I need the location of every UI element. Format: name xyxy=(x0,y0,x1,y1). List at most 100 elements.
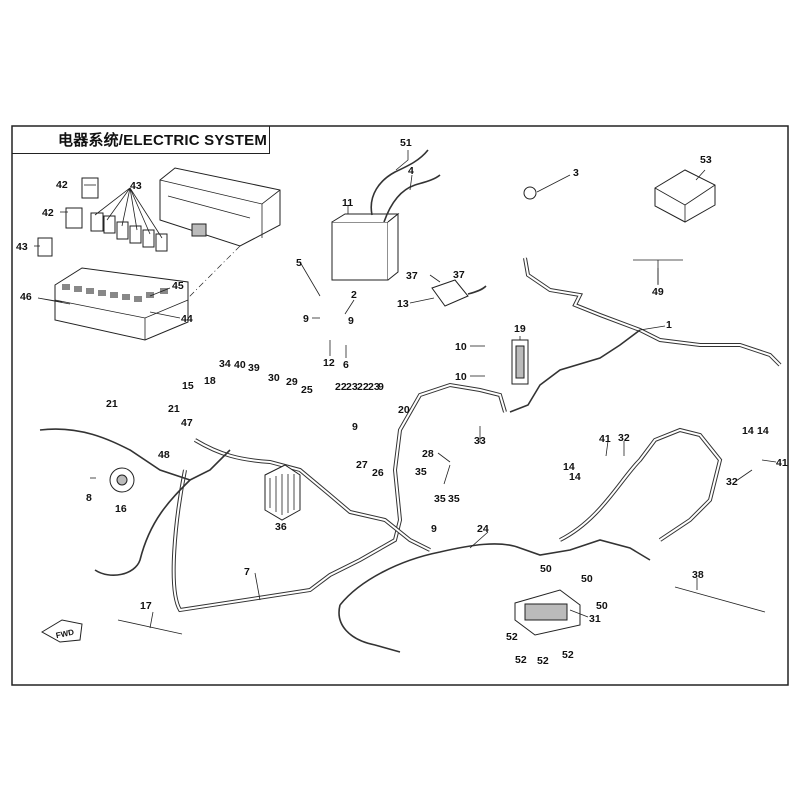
drawing-border xyxy=(11,125,789,686)
callout-17: 17 xyxy=(140,600,152,612)
callout-41a: 41 xyxy=(599,433,611,445)
callout-22a: 22 xyxy=(335,381,347,393)
callout-3: 3 xyxy=(573,167,579,179)
callout-42b: 42 xyxy=(42,207,54,219)
callout-50a: 50 xyxy=(540,563,552,575)
callout-28: 28 xyxy=(422,448,434,460)
relay-parts xyxy=(37,177,168,257)
callout-30: 30 xyxy=(268,372,280,384)
callout-5: 5 xyxy=(296,257,302,269)
callout-27: 27 xyxy=(356,459,368,471)
callout-35a: 35 xyxy=(415,466,427,478)
callout-42a: 42 xyxy=(56,179,68,191)
part-3 xyxy=(523,186,537,200)
callout-7: 7 xyxy=(244,566,250,578)
callout-52d: 52 xyxy=(562,649,574,661)
callout-43a: 43 xyxy=(130,180,142,192)
callout-1: 1 xyxy=(666,319,672,331)
fwd-arrow xyxy=(41,619,83,643)
fuse-box xyxy=(54,267,189,341)
callout-53: 53 xyxy=(700,154,712,166)
callout-52a: 52 xyxy=(506,631,518,643)
callout-9a: 9 xyxy=(303,313,309,325)
callout-41b: 41 xyxy=(776,457,788,469)
callout-25: 25 xyxy=(301,384,313,396)
callout-12: 12 xyxy=(323,357,335,369)
callout-14d: 14 xyxy=(757,425,769,437)
callout-35b: 35 xyxy=(434,493,446,505)
callout-10a: 10 xyxy=(455,341,467,353)
callout-52c: 52 xyxy=(537,655,549,667)
callout-9b: 9 xyxy=(348,315,354,327)
callout-10b: 10 xyxy=(455,371,467,383)
fuse-box-cover xyxy=(159,167,281,247)
harness-24-tail xyxy=(338,604,401,653)
callout-33: 33 xyxy=(474,435,486,447)
callout-45: 45 xyxy=(172,280,184,292)
ecu-bracket-31 xyxy=(514,589,581,636)
callout-14a: 14 xyxy=(563,461,575,473)
callout-16: 16 xyxy=(115,503,127,515)
module-36 xyxy=(264,464,301,521)
battery xyxy=(331,212,400,281)
callout-14b: 14 xyxy=(569,471,581,483)
callout-21b: 21 xyxy=(168,403,180,415)
callout-36: 36 xyxy=(275,521,287,533)
callout-23b: 23 xyxy=(368,381,380,393)
harness-1 xyxy=(509,257,782,413)
callout-39: 39 xyxy=(248,362,260,374)
callout-46: 46 xyxy=(20,291,32,303)
harness-24 xyxy=(339,539,651,606)
horn-16 xyxy=(109,467,135,493)
callout-21a: 21 xyxy=(106,398,118,410)
battery-cable-51 xyxy=(370,149,429,216)
battery-cable-4 xyxy=(383,174,441,223)
callout-44: 44 xyxy=(181,313,193,325)
callout-26: 26 xyxy=(372,467,384,479)
callout-49: 49 xyxy=(652,286,664,298)
fwd-label: FWD xyxy=(55,628,75,641)
callout-23a: 23 xyxy=(346,381,358,393)
callout-47: 47 xyxy=(181,417,193,429)
callout-40: 40 xyxy=(234,359,246,371)
callout-18: 18 xyxy=(204,375,216,387)
callout-51: 51 xyxy=(400,137,412,149)
callout-35c: 35 xyxy=(448,493,460,505)
callout-leaders xyxy=(34,150,777,629)
callout-11: 11 xyxy=(342,197,353,209)
callout-48: 48 xyxy=(158,449,170,461)
callout-24: 24 xyxy=(477,523,489,535)
callout-2: 2 xyxy=(351,289,357,301)
callout-13: 13 xyxy=(397,298,409,310)
callout-14c: 14 xyxy=(742,425,754,437)
callout-19: 19 xyxy=(514,323,526,335)
callout-34: 34 xyxy=(219,358,231,370)
callout-22b: 22 xyxy=(357,381,369,393)
callout-31: 31 xyxy=(589,613,601,625)
callout-20: 20 xyxy=(398,404,410,416)
callout-9e: 9 xyxy=(431,523,437,535)
part-38-rod xyxy=(674,586,766,613)
callout-15: 15 xyxy=(182,380,194,392)
callout-32a: 32 xyxy=(618,432,630,444)
callout-50b: 50 xyxy=(581,573,593,585)
callout-32b: 32 xyxy=(726,476,738,488)
callout-52b: 52 xyxy=(515,654,527,666)
callout-38: 38 xyxy=(692,569,704,581)
main-harness-7 xyxy=(39,382,507,613)
callout-9d: 9 xyxy=(352,421,358,433)
callout-4: 4 xyxy=(408,165,414,177)
callout-37b: 37 xyxy=(453,269,465,281)
callout-50c: 50 xyxy=(596,600,608,612)
callout-6: 6 xyxy=(343,359,349,371)
callout-29: 29 xyxy=(286,376,298,388)
diagram-title: 电器系统/ELECTRIC SYSTEM xyxy=(12,126,270,154)
module-53 xyxy=(654,169,716,223)
callout-8: 8 xyxy=(86,492,92,504)
callout-9c: 9 xyxy=(378,381,384,393)
ecu-19 xyxy=(511,339,529,385)
starter-relay xyxy=(431,279,487,307)
callout-43b: 43 xyxy=(16,241,28,253)
callout-labels: 1 2 3 4 5 6 7 8 9 9 9 9 9 10 10 11 12 13… xyxy=(16,137,788,667)
